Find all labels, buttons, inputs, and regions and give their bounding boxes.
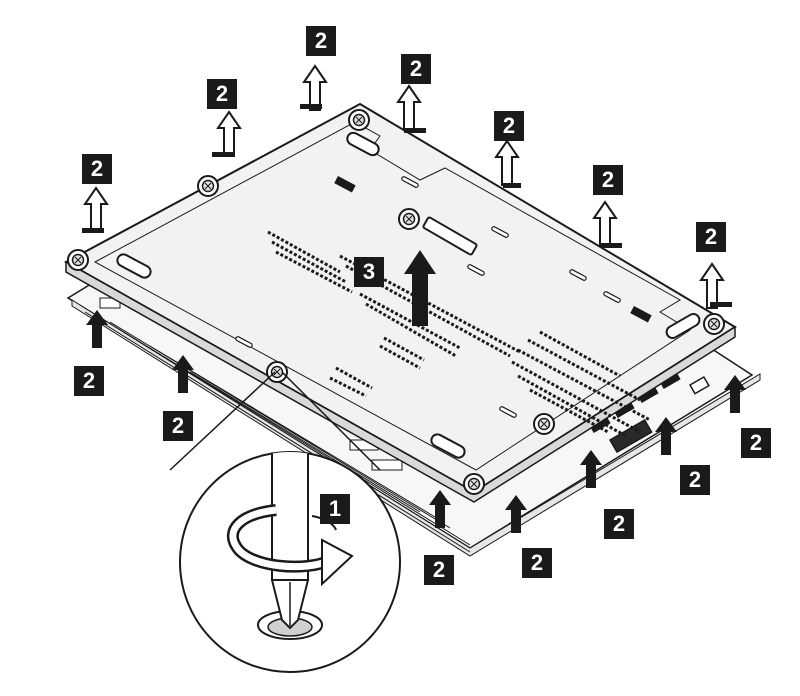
rubber-feet (116, 131, 701, 459)
step-badge-2: 2 (207, 79, 237, 109)
screwdriver-icon (270, 452, 310, 630)
step-badge-2: 2 (494, 111, 524, 141)
step-badge-2: 2 (680, 465, 710, 495)
fan-grille (511, 330, 651, 438)
step-badge-3: 3 (354, 257, 384, 287)
step-badge-2: 2 (306, 26, 336, 56)
lift-cover-arrow-icon (404, 250, 436, 326)
battery-latches (334, 176, 652, 323)
step-badge-2: 2 (401, 54, 431, 84)
step-badge-2: 2 (593, 165, 623, 195)
rotate-arrow-icon (226, 504, 354, 587)
step-badge-2: 2 (163, 411, 193, 441)
step-badge-2: 2 (696, 222, 726, 252)
step-badge-1: 1 (320, 494, 350, 524)
step-badge-2: 2 (82, 154, 112, 184)
step-badge-2: 2 (522, 548, 552, 578)
base-frame-inner (71, 299, 761, 557)
step-badge-2: 2 (741, 428, 771, 458)
docking-connector (422, 216, 478, 256)
chassis-rail-front (79, 297, 471, 553)
step-badge-2: 2 (74, 366, 104, 396)
step-badge-2: 2 (424, 555, 454, 585)
lift-arrow-bases (82, 104, 732, 307)
step-badge-2: 2 (604, 509, 634, 539)
